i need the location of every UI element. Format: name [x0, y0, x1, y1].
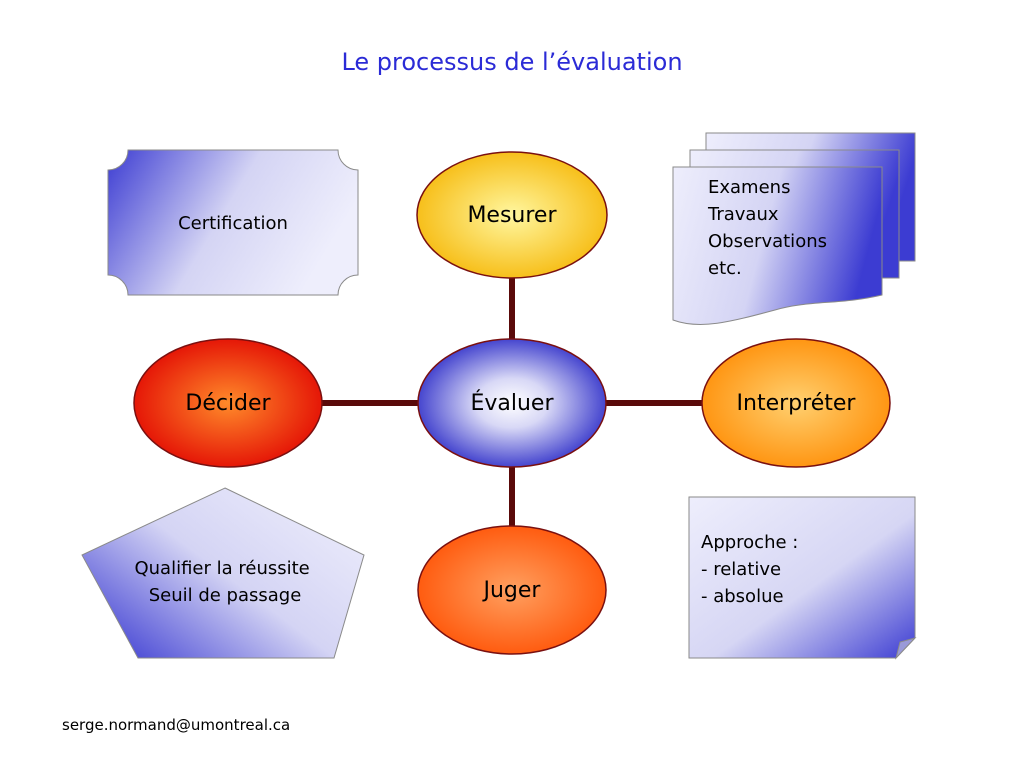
box-certification-label: Certification [178, 213, 288, 234]
node-evaluer-shape [417, 338, 607, 468]
node-interpreter: Interpréter [701, 338, 891, 468]
node-mesurer-label: Mesurer [467, 203, 557, 228]
node-interpreter-shape [701, 338, 891, 468]
box-certification: Certification [107, 149, 359, 296]
box-approche: Approche : - relative - absolue [688, 496, 917, 660]
node-mesurer-shape [416, 151, 608, 279]
qualifier-line-2: Seuil de passage [149, 585, 302, 606]
box-approche-text: Approche : - relative - absolue [701, 532, 804, 607]
node-decider: Décider [133, 338, 323, 468]
documents-line-3: Observations [708, 231, 827, 252]
approche-line-3: - absolue [701, 586, 784, 607]
node-evaluer-label: Évaluer [470, 390, 554, 416]
node-decider-shape [133, 338, 323, 468]
documents-line-1: Examens [708, 177, 790, 198]
node-interpreter-label: Interpréter [737, 391, 857, 416]
node-decider-label: Décider [185, 391, 271, 416]
node-evaluer: Évaluer [417, 338, 607, 468]
qualifier-line-1: Qualifier la réussite [134, 558, 309, 579]
box-qualifier-text: Qualifier la réussite Seuil de passage [134, 558, 315, 606]
footer-email: serge.normand@umontreal.ca [62, 716, 290, 734]
node-juger: Juger [417, 525, 607, 655]
box-qualifier: Qualifier la réussite Seuil de passage [81, 487, 365, 659]
documents-line-2: Travaux [707, 204, 779, 225]
documents-line-4: etc. [708, 258, 742, 279]
box-approche-fold [895, 637, 917, 660]
node-mesurer: Mesurer [416, 151, 608, 279]
box-documents-text: Examens Travaux Observations etc. [707, 177, 833, 279]
node-juger-shape [417, 525, 607, 655]
approche-line-1: Approche : [701, 532, 798, 553]
connectors [320, 272, 706, 530]
approche-line-2: - relative [701, 559, 781, 580]
node-juger-label: Juger [482, 578, 542, 603]
page-title: Le processus de l’évaluation [341, 48, 682, 76]
box-qualifier-shape [81, 487, 365, 659]
box-documents: Examens Travaux Observations etc. [672, 132, 916, 325]
box-certification-shape [107, 149, 359, 296]
document-front [672, 166, 883, 325]
